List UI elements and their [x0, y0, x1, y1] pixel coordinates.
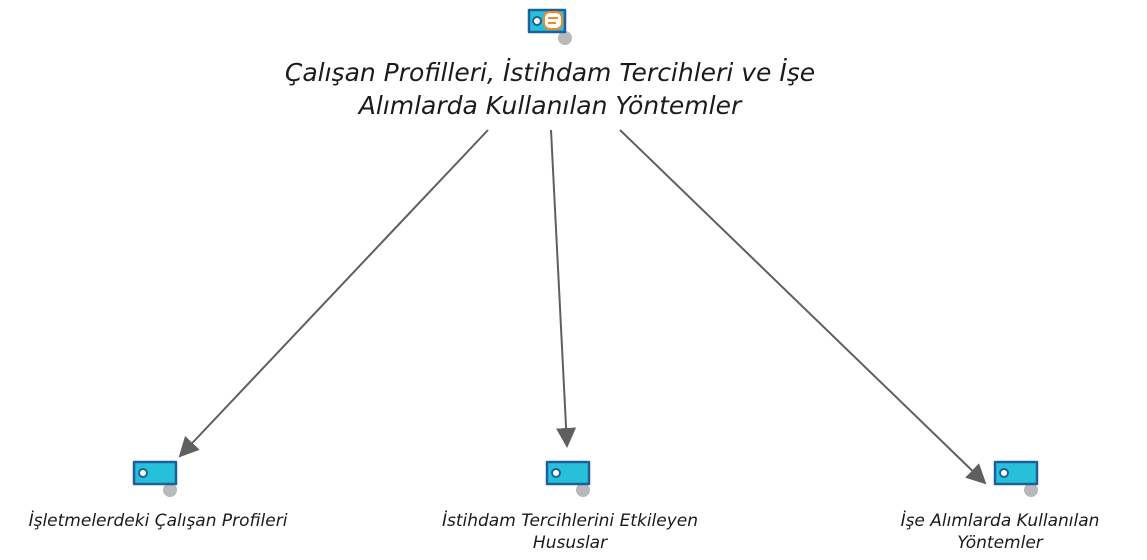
code-tag-icon	[132, 460, 178, 497]
code-tag-icon	[993, 460, 1039, 497]
child-node-label: İstihdam Tercihlerini Etkileyen Hususlar	[441, 511, 699, 553]
child-node-label: İşletmelerdeki Çalışan Profileri	[28, 511, 288, 531]
memo-tag-icon	[527, 8, 572, 45]
root-node-label: Çalışan Profilleri, İstihdam Tercihleri …	[284, 58, 816, 120]
code-tag-icon	[545, 460, 591, 497]
edge-root-to-child-1	[178, 129, 489, 458]
child-node-label: İşe Alımlarda Kullanılan Yöntemler	[900, 511, 1100, 553]
edge-root-to-child-3	[619, 129, 987, 485]
edge-root-to-child-2	[550, 129, 577, 448]
